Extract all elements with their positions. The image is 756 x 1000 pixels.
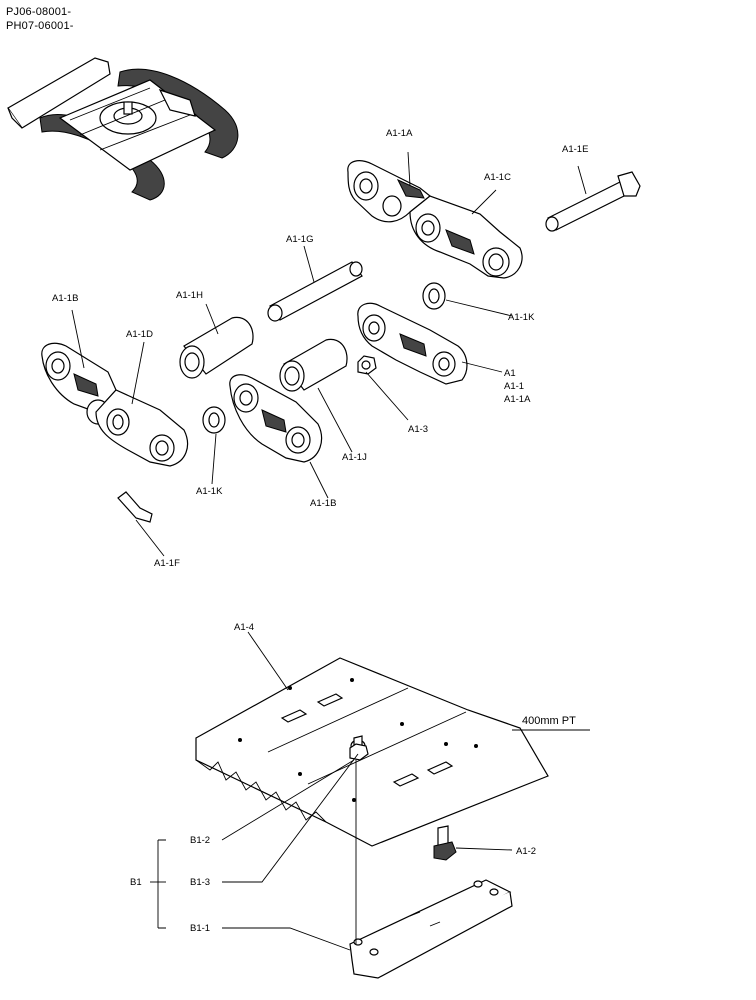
track-link-a1-1d [95,389,189,467]
label-a1-1b-left: A1-1B [52,293,78,304]
track-link-a1-1b-left [41,342,117,425]
label-a1: A1 [504,368,516,379]
bushing-a1-1h [179,316,254,379]
label-b1-1: B1-1 [190,923,210,934]
label-b1: B1 [130,877,142,888]
label-a1-1g: A1-1G [286,234,313,245]
track-shoe-a1-4 [195,657,549,847]
master-pin-a1-1e [545,171,641,232]
label-a1-1b-bottom: A1-1B [310,498,336,509]
dust-seal-a1-1k-left [202,406,226,434]
cotter-a1-1f [117,491,153,523]
shoe-bolt-a1-2 [433,825,457,861]
label-a1-3: A1-3 [408,424,428,435]
track-link-a1-1b-bottom [229,374,323,463]
label-shoe-size: 400mm PT [522,715,576,727]
track-link-a1-1c [409,195,523,279]
shoe-nut-b1-3 [349,743,369,761]
callout-labels: A1-1A A1-1C A1-1E A1-1G A1-1H A1-1B A1-1… [52,128,588,934]
label-a1-1j: A1-1J [342,452,367,463]
label-a1-4: A1-4 [234,622,254,633]
leader-lines [71,151,590,951]
serial-range-1: PJ06-08001- [6,6,72,18]
bushing-a1-1j [279,338,348,392]
label-a1-1c: A1-1C [484,172,511,183]
nut-plate-b1-1 [349,879,513,979]
label-a1-1k-left: A1-1K [196,486,223,497]
track-link-assembly-a1 [357,302,468,385]
nut-a1-3 [357,355,377,375]
track-link-a1-1a [347,160,431,223]
label-a1-1h: A1-1H [176,290,203,301]
label-a1-1e: A1-1E [562,144,588,155]
label-b1-3: B1-3 [190,877,210,888]
label-a1-1a: A1-1A [386,128,413,139]
dust-seal-a1-1k-right [422,282,446,310]
label-a1-1: A1-1 [504,381,524,392]
label-a1-1a-assembly: A1-1A [504,394,531,405]
label-a1-1f: A1-1F [154,558,180,569]
track-pin-a1-1g [267,261,363,322]
label-a1-1d: A1-1D [126,329,153,340]
serial-range-2: PH07-06001- [6,20,74,32]
label-a1-2: A1-2 [516,846,536,857]
label-a1-1k-right: A1-1K [508,312,535,323]
label-b1-2: B1-2 [190,835,210,846]
excavator-undercarriage-overview [7,57,239,201]
